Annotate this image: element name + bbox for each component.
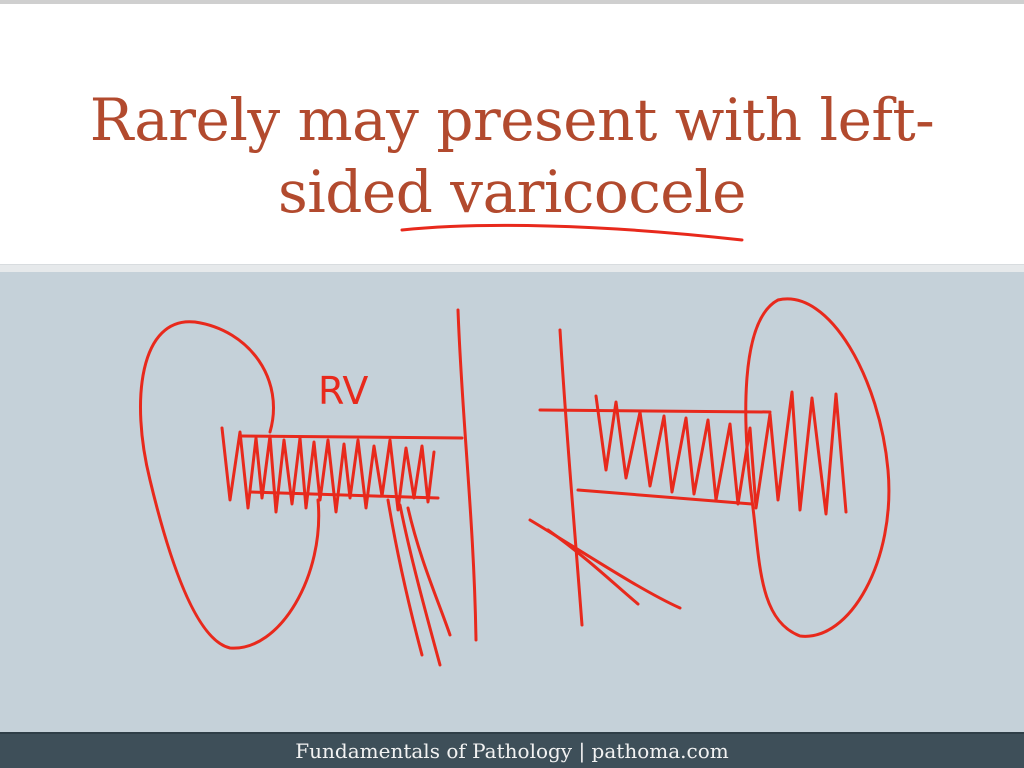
- slide-title: Rarely may present with left- sided vari…: [0, 84, 1024, 228]
- title-line-2: sided varicocele: [277, 158, 747, 226]
- title-area: Rarely may present with left- sided vari…: [0, 4, 1024, 264]
- drawing-panel: [0, 272, 1024, 732]
- footer-text: Fundamentals of Pathology | pathoma.com: [295, 739, 729, 763]
- title-line-1: Rarely may present with left-: [89, 86, 935, 154]
- footer-bar: Fundamentals of Pathology | pathoma.com: [0, 732, 1024, 768]
- separator: [0, 264, 1024, 273]
- top-border: [0, 0, 1024, 4]
